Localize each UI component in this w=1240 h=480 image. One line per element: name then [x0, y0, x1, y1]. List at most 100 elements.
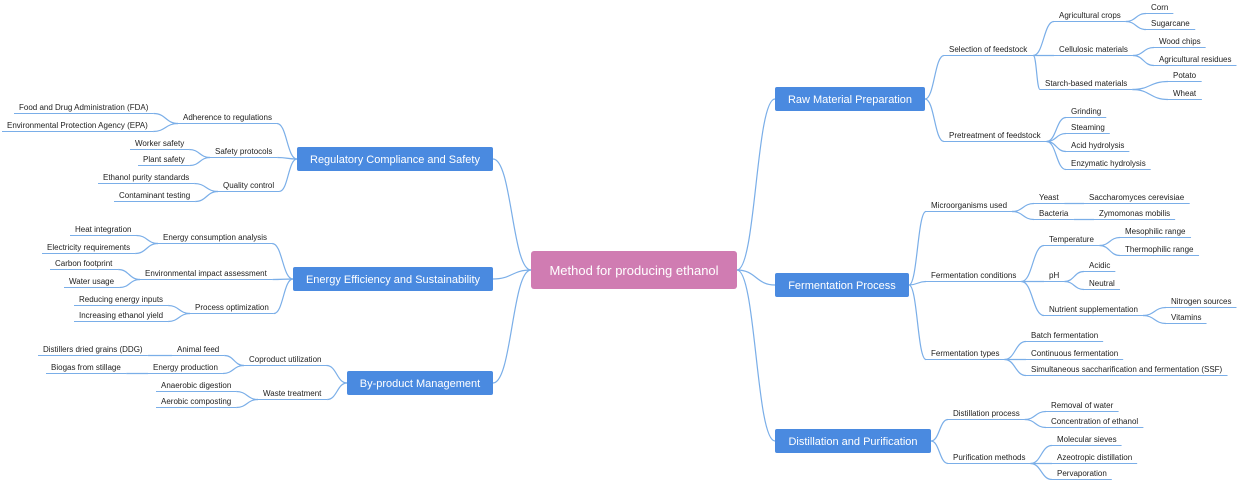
connector: [1032, 54, 1041, 91]
node-temperature[interactable]: Temperature: [1049, 235, 1094, 244]
branch-raw-material-preparation[interactable]: [775, 87, 925, 111]
node-steaming[interactable]: Steaming: [1071, 123, 1105, 132]
node-nitrogen-sources[interactable]: Nitrogen sources: [1171, 297, 1231, 306]
connector: [327, 382, 348, 401]
node-carbon-footprint[interactable]: Carbon footprint: [55, 259, 113, 268]
node-biogas-from-stillage[interactable]: Biogas from stillage: [51, 363, 121, 372]
branch-label: Distillation and Purification: [788, 436, 917, 448]
node-grinding[interactable]: Grinding: [1071, 107, 1101, 116]
connector: [194, 182, 219, 193]
node-molecular-sieves[interactable]: Molecular sieves: [1057, 435, 1117, 444]
branch-by-product-management[interactable]: [347, 371, 493, 395]
connector: [273, 278, 294, 315]
connector: [135, 242, 159, 255]
node-increasing-ethanol-yield[interactable]: Increasing ethanol yield: [79, 311, 163, 320]
connector: [1142, 314, 1167, 325]
node-fermentation-conditions[interactable]: Fermentation conditions: [931, 271, 1016, 280]
node-vitamins[interactable]: Vitamins: [1171, 313, 1202, 322]
node-contaminant-testing[interactable]: Contaminant testing: [119, 191, 190, 200]
branch-label: Energy Efficiency and Sustainability: [306, 274, 481, 286]
node-continuous-fermentation[interactable]: Continuous fermentation: [1031, 349, 1118, 358]
node-cellulosic-materials[interactable]: Cellulosic materials: [1059, 45, 1128, 54]
node-nutrient-supplementation[interactable]: Nutrient supplementation: [1049, 305, 1138, 314]
node-wheat[interactable]: Wheat: [1173, 89, 1197, 98]
connector: [492, 269, 532, 384]
node-safety-protocols[interactable]: Safety protocols: [215, 147, 272, 156]
node-worker-safety[interactable]: Worker safety: [135, 139, 184, 148]
connector-lines: [2, 12, 1237, 480]
root-node[interactable]: [531, 251, 737, 289]
node-agricultural-residues[interactable]: Agricultural residues: [1159, 55, 1231, 64]
node-water-usage[interactable]: Water usage: [69, 277, 115, 286]
connector: [1004, 340, 1027, 361]
node-microorganisms-used[interactable]: Microorganisms used: [931, 201, 1007, 210]
branch-energy-efficiency-and-sustainability[interactable]: [293, 267, 493, 291]
connector: [1021, 244, 1045, 283]
node-starch-based-materials[interactable]: Starch-based materials: [1045, 79, 1127, 88]
node-fermentation-types[interactable]: Fermentation types: [931, 349, 999, 358]
branch-regulatory-compliance-and-safety[interactable]: [297, 147, 493, 171]
branch-distillation-and-purification[interactable]: [775, 429, 931, 453]
node-ethanol-purity-standards[interactable]: Ethanol purity standards: [103, 173, 189, 182]
node-heat-integration[interactable]: Heat integration: [75, 225, 131, 234]
node-process-optimization[interactable]: Process optimization: [195, 303, 269, 312]
connector: [168, 304, 191, 315]
node-plant-safety[interactable]: Plant safety: [143, 155, 185, 164]
node-yeast[interactable]: Yeast: [1039, 193, 1060, 202]
node-environmental-impact-assessment[interactable]: Environmental impact assessment: [145, 269, 268, 278]
node-neutral[interactable]: Neutral: [1089, 279, 1115, 288]
node-saccharomyces-cerevisiae[interactable]: Saccharomyces cerevisiae: [1089, 193, 1185, 202]
node-adherence-to-regulations[interactable]: Adherence to regulations: [183, 113, 272, 122]
node-zymomonas-mobilis[interactable]: Zymomonas mobilis: [1099, 209, 1170, 218]
node-batch-fermentation[interactable]: Batch fermentation: [1031, 331, 1098, 340]
node-enzymatic-hydrolysis[interactable]: Enzymatic hydrolysis: [1071, 159, 1146, 168]
node-acid-hydrolysis[interactable]: Acid hydrolysis: [1071, 141, 1124, 150]
node-pretreatment-of-feedstock[interactable]: Pretreatment of feedstock: [949, 131, 1042, 140]
node-potato[interactable]: Potato: [1173, 71, 1197, 80]
node-aerobic-composting[interactable]: Aerobic composting: [161, 397, 231, 406]
connector: [118, 268, 141, 281]
branch-fermentation-process[interactable]: [775, 273, 909, 297]
branch-label: Regulatory Compliance and Safety: [310, 154, 480, 166]
connector: [736, 269, 776, 286]
node-animal-feed[interactable]: Animal feed: [177, 345, 219, 354]
branch-label: Fermentation Process: [788, 280, 896, 292]
node-ddg[interactable]: Distillers dried grains (DDG): [43, 345, 143, 354]
connector: [1132, 54, 1155, 67]
node-pervaporation[interactable]: Pervaporation: [1057, 469, 1107, 478]
node-corn[interactable]: Corn: [1151, 3, 1168, 12]
node-waste-treatment[interactable]: Waste treatment: [263, 389, 322, 398]
root-label: Method for producing ethanol: [549, 263, 718, 278]
node-energy-production[interactable]: Energy production: [153, 363, 218, 372]
node-purification-methods[interactable]: Purification methods: [953, 453, 1025, 462]
node-azeotropic-distillation[interactable]: Azeotropic distillation: [1057, 453, 1132, 462]
node-selection-of-feedstock[interactable]: Selection of feedstock: [949, 45, 1028, 54]
connector: [153, 112, 179, 125]
node-distillation-process[interactable]: Distillation process: [953, 409, 1020, 418]
node-energy-consumption-analysis[interactable]: Energy consumption analysis: [163, 233, 267, 242]
node-anaerobic-digestion[interactable]: Anaerobic digestion: [161, 381, 231, 390]
node-sugarcane[interactable]: Sugarcane: [1151, 19, 1190, 28]
node-acidic[interactable]: Acidic: [1089, 261, 1110, 270]
connector: [924, 98, 945, 143]
node-mesophilic-range[interactable]: Mesophilic range: [1125, 227, 1186, 236]
node-ph[interactable]: pH: [1049, 271, 1059, 280]
node-electricity-requirements[interactable]: Electricity requirements: [47, 243, 130, 252]
connector: [222, 364, 245, 375]
node-wood-chips[interactable]: Wood chips: [1159, 37, 1201, 46]
node-bacteria[interactable]: Bacteria: [1039, 209, 1069, 218]
connector: [189, 148, 211, 159]
node-coproduct-utilization[interactable]: Coproduct utilization: [249, 355, 321, 364]
node-removal-of-water[interactable]: Removal of water: [1051, 401, 1114, 410]
node-epa[interactable]: Environmental Protection Agency (EPA): [7, 121, 148, 130]
node-agricultural-crops[interactable]: Agricultural crops: [1059, 11, 1121, 20]
node-quality-control[interactable]: Quality control: [223, 181, 274, 190]
connector: [930, 418, 949, 442]
node-concentration-of-ethanol[interactable]: Concentration of ethanol: [1051, 417, 1138, 426]
connector: [1125, 12, 1147, 23]
node-ssf[interactable]: Simultaneous saccharification and fermen…: [1031, 365, 1223, 374]
node-fda[interactable]: Food and Drug Administration (FDA): [19, 103, 149, 112]
node-reducing-energy-inputs[interactable]: Reducing energy inputs: [79, 295, 163, 304]
node-thermophilic-range[interactable]: Thermophilic range: [1125, 245, 1194, 254]
